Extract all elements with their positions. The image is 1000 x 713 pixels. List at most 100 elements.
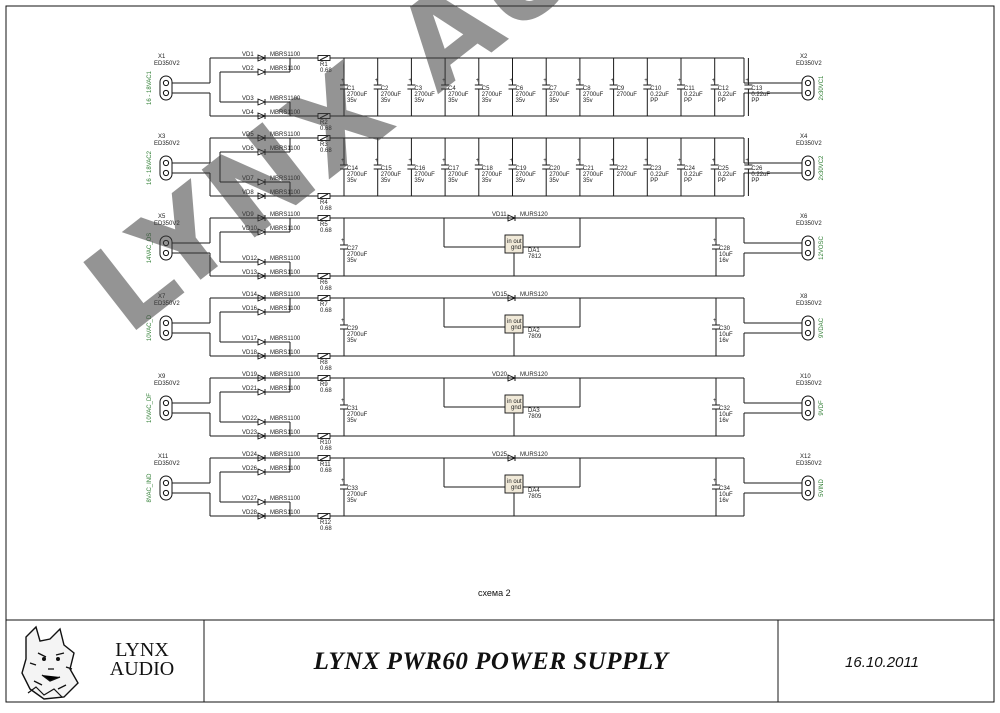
cap-voltage: 35v <box>482 178 492 184</box>
diode-label: VD4 <box>242 110 254 116</box>
rail-1-out-pin <box>804 89 812 97</box>
cap-value: 2700uF <box>549 172 570 178</box>
rail-3-out-body <box>801 235 815 261</box>
rail-5-in-pin <box>162 409 170 417</box>
resistor-mark <box>319 295 329 301</box>
diode-label: VD27 <box>242 496 258 502</box>
cap-voltage: 35v <box>549 178 559 184</box>
rail-5-in-signal-label: 10VAC_DF <box>147 393 153 423</box>
diode-part: MBRS1100 <box>270 66 301 72</box>
cap-label: C27 <box>347 246 359 252</box>
resistor-mark <box>319 113 329 119</box>
cap-label: C11 <box>684 86 695 92</box>
rail-3-in-body <box>159 235 173 261</box>
resistor-mark <box>319 513 329 519</box>
resistor-label: R10 <box>320 440 332 446</box>
diode-label: VD3 <box>242 96 254 102</box>
cap-voltage: 16v <box>719 418 729 424</box>
resistor-mark <box>319 193 329 199</box>
cap-polarity: + <box>476 158 480 164</box>
regulator-pins: in out <box>507 239 522 245</box>
cap-voltage: 35v <box>347 498 357 504</box>
cap-polarity: + <box>745 158 749 164</box>
cap-polarity: + <box>408 78 412 84</box>
rail-4-in-label: X7 <box>158 294 166 300</box>
diode-label: VD11 <box>492 212 507 218</box>
diode-symbol <box>257 418 267 426</box>
cap-value: 2700uF <box>617 172 638 178</box>
rail-3-out-pin <box>804 249 812 257</box>
resistor-value: 0.68 <box>320 308 332 314</box>
cap-value: 0.22uF <box>684 172 703 178</box>
rail-1-in-pin <box>162 89 170 97</box>
cap-voltage: 35v <box>381 178 391 184</box>
cap-voltage: PP <box>684 178 692 184</box>
cap-polarity: + <box>543 158 547 164</box>
resistor-label: R2 <box>320 120 328 126</box>
resistor-label: R4 <box>320 200 328 206</box>
rail-2-in-pin <box>162 159 170 167</box>
diode-part: MBRS1100 <box>270 52 301 58</box>
resistor-value: 0.68 <box>320 446 332 452</box>
rail-6-in-label: X11 <box>158 454 169 460</box>
rail-3-in-part: ED350V2 <box>154 221 180 227</box>
rail-4-out-signal-label: 9VDAC <box>819 317 825 338</box>
cap-voltage: 35v <box>347 178 357 184</box>
drawing-title: LYNX PWR60 POWER SUPPLY <box>313 648 669 675</box>
cap-voltage: PP <box>718 178 726 184</box>
cap-value: 0.22uF <box>650 172 669 178</box>
diode-label: VD9 <box>242 212 254 218</box>
cap-voltage: 16v <box>719 258 729 264</box>
rail-2-out-label: X4 <box>800 134 808 140</box>
rail-1-out-part: ED350V2 <box>796 61 822 67</box>
brand-line-lynx: LYNX <box>115 639 169 661</box>
cap-value: 0.22uF <box>751 92 770 98</box>
cap-polarity: + <box>510 158 514 164</box>
cap-voltage: 35v <box>347 258 357 264</box>
cap-polarity: + <box>577 158 581 164</box>
cap-polarity: + <box>712 158 716 164</box>
cap-value: 2700uF <box>516 172 537 178</box>
diode-part: MBRS1100 <box>270 110 301 116</box>
cap-label: C34 <box>719 486 731 492</box>
cap-value: 2700uF <box>448 172 469 178</box>
cap-value: 2700uF <box>347 332 368 338</box>
diode-label: VD14 <box>242 292 258 298</box>
diode-part: MBRS1100 <box>270 350 301 356</box>
regulator-value: 7809 <box>528 334 542 340</box>
rail-5-in-pin <box>162 399 170 407</box>
cap-value: 10uF <box>719 252 733 258</box>
rail-5-out-label: X10 <box>800 374 811 380</box>
diode-part: MURS120 <box>520 452 548 458</box>
rail-2-in-part: ED350V2 <box>154 141 180 147</box>
cap-value: 10uF <box>719 412 733 418</box>
cap-voltage: 16v <box>719 338 729 344</box>
rail-3-out-signal-label: 12VOSC <box>819 235 825 259</box>
cap-polarity: + <box>678 158 682 164</box>
resistor-label: R5 <box>320 222 328 228</box>
cap-voltage: 35v <box>414 98 424 104</box>
cap-label: C22 <box>617 166 629 172</box>
cap-value: 2700uF <box>482 172 503 178</box>
diode-part: MBRS1100 <box>270 306 301 312</box>
regulator-label: DA2 <box>528 328 540 334</box>
cap-voltage: PP <box>751 98 759 104</box>
cap-polarity: + <box>713 238 717 244</box>
rail-1-in-pin <box>162 79 170 87</box>
diode-label: VD5 <box>242 132 254 138</box>
cap-value: 0.22uF <box>684 92 703 98</box>
resistor-mark <box>319 455 329 461</box>
regulator-label: DA4 <box>528 488 540 494</box>
cap-label: C16 <box>414 166 426 172</box>
cap-value: 0.22uF <box>718 172 737 178</box>
rail-5-out-pin <box>804 399 812 407</box>
regulator-pins: in out <box>507 319 522 325</box>
cap-label: C14 <box>347 166 359 172</box>
cap-voltage: 35v <box>516 178 526 184</box>
diode-symbol <box>257 148 267 156</box>
resistor-label: R3 <box>320 142 328 148</box>
cap-polarity: + <box>644 158 648 164</box>
cap-polarity: + <box>341 238 345 244</box>
lynx-logo <box>21 625 79 700</box>
rail-6-out-label: X12 <box>800 454 811 460</box>
